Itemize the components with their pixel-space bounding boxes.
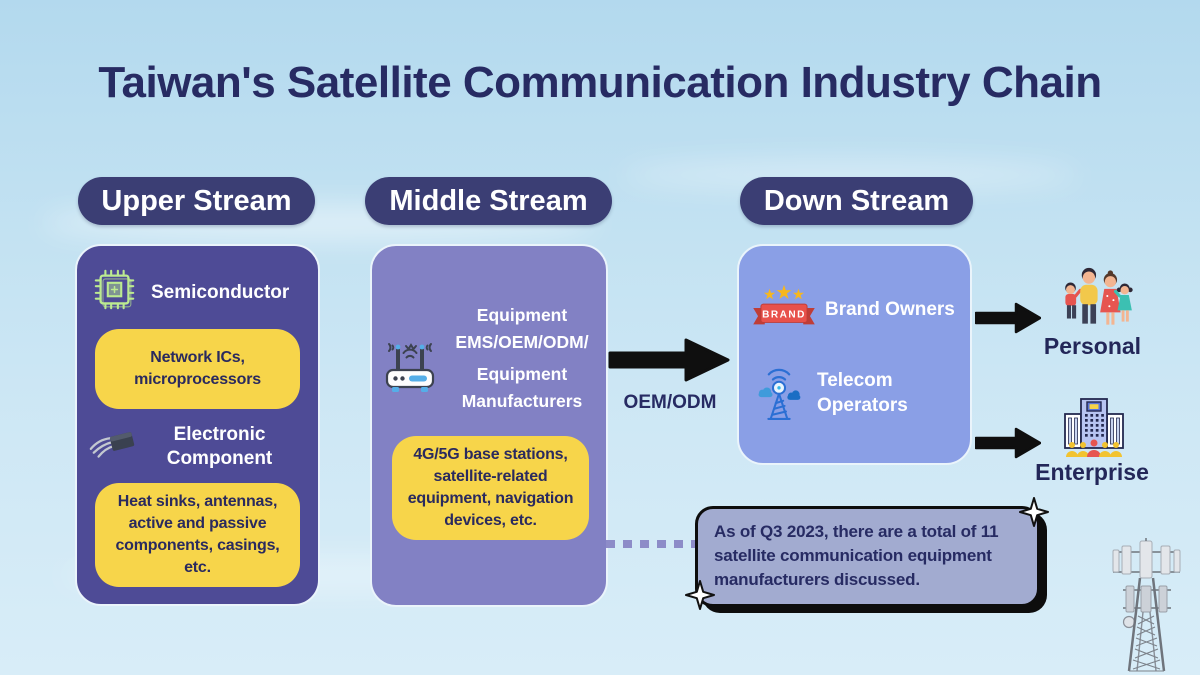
arrow-to-enterprise-icon [974,425,1042,466]
transistor-icon [87,426,141,467]
equipment-detail-box: 4G/5G base stations, satellite-related e… [392,436,589,541]
middle-stream-box: Equipment EMS/OEM/ODM/ Equipment Manufac… [370,244,608,607]
oem-odm-arrow-icon [608,334,732,391]
enterprise-label: Enterprise [1035,459,1149,485]
sparkle-star-icon [1019,497,1049,534]
electronic-component-row: Electronic Component [87,423,318,471]
router-icon [380,332,440,399]
down-stream-box: BRAND Brand Owners [737,244,972,465]
equipment-label-line1: Equipment EMS/OEM/ODM/ [455,305,589,353]
semiconductor-row: Semiconductor [91,266,318,319]
equipment-label-line2: Equipment Manufacturers [461,364,583,412]
oem-odm-label: OEM/ODM [623,392,717,413]
telecom-operators-row: Telecom Operators [753,362,970,427]
electronic-component-label: Electronic Component [166,424,273,469]
cell-tower-illustration [1093,538,1200,675]
semiconductor-label: Semiconductor [151,281,290,303]
telecom-tower-icon [753,362,805,427]
brand-icon: BRAND [753,283,815,338]
telecom-operators-label: Telecom Operators [817,370,908,416]
semiconductor-detail-box: Network ICs, microprocessors [95,329,300,409]
chip-icon [91,266,139,319]
enterprise-building-icon [1058,394,1130,463]
electronic-detail-box: Heat sinks, antennas, active and passive… [95,482,300,587]
brand-owners-label: Brand Owners [825,298,955,320]
page-title: Taiwan's Satellite Communication Industr… [98,58,1102,107]
callout-note: As of Q3 2023, there are a total of 11 s… [685,497,1049,611]
header-down-stream: Down Stream [740,177,973,225]
arrow-to-personal-icon [974,300,1042,341]
equipment-manufacturers-label: Equipment EMS/OEM/ODM/ Equipment Manufac… [444,302,600,416]
brand-owners-row: BRAND Brand Owners [753,283,970,338]
header-upper-stream: Upper Stream [78,177,315,225]
upper-stream-box: Semiconductor Network ICs, microprocesso… [75,244,320,606]
header-middle-stream: Middle Stream [365,177,612,225]
brand-badge-text: BRAND [762,309,806,320]
family-icon [1048,258,1138,337]
sparkle-star-icon [685,580,715,617]
callout-text: As of Q3 2023, there are a total of 11 s… [714,522,999,590]
personal-label: Personal [1043,333,1142,359]
dotted-connector [606,540,698,548]
